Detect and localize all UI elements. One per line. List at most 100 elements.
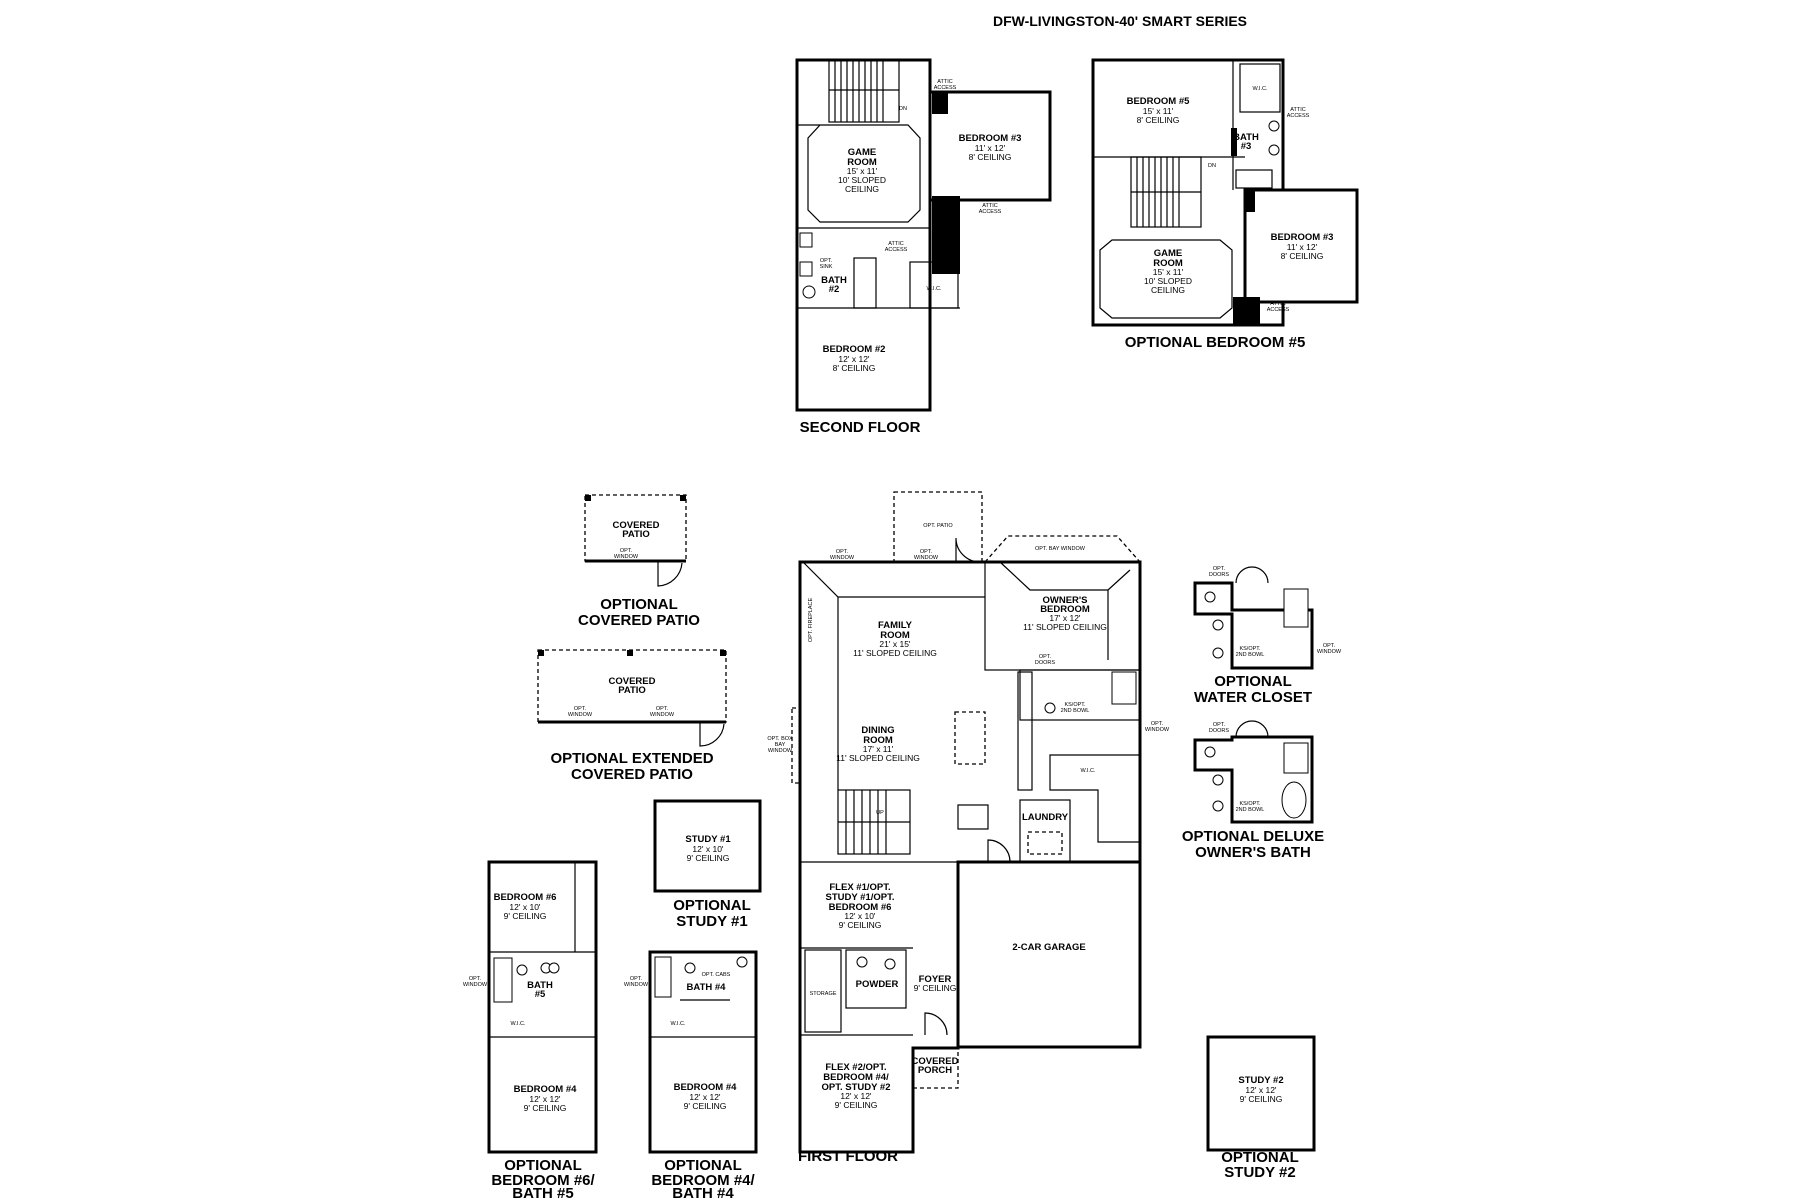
door-swing (657, 561, 683, 587)
ks-2nd-bowl-label-1: KS/OPT. (1239, 801, 1261, 807)
study-2-size: 12' x 12' (1245, 1085, 1277, 1095)
owners-bedroom-size: 17' x 12' (1049, 613, 1081, 623)
opt-patio (893, 491, 983, 563)
water-closet-outline (1193, 581, 1314, 670)
attic-access-label-4: ACCESS (1267, 307, 1290, 313)
flex-1-label-2: STUDY #1/OPT. (826, 892, 895, 903)
opt-bed6-caption-2: BEDROOM #6/ (491, 1172, 595, 1189)
game-room-label-2: ROOM (847, 157, 877, 168)
wic-label: W.I.C. (927, 286, 942, 292)
attic-access-label-5: ATTIC (888, 241, 904, 247)
flex-2-ceiling: 9' CEILING (835, 1100, 878, 1110)
toilet (516, 964, 528, 976)
shower (1283, 588, 1309, 628)
opt-box-bay-label-2: BAY (775, 742, 786, 748)
first-floor-plan: OPT. PATIO OPT. BAY WINDOW OPT. WINDOW O… (767, 491, 1170, 1165)
toilet (1204, 591, 1216, 603)
toilet (802, 285, 816, 299)
attic-access-label-4: ACCESS (979, 209, 1002, 215)
game-room-ceiling-1: 10' SLOPED (838, 175, 886, 185)
attic-access-label-1: ATTIC (937, 79, 953, 85)
bedroom-3-size: 11' x 12' (975, 143, 1006, 153)
second-floor-plan: DN GAME ROOM 15' x 11' 10' SLOPED CEILIN… (795, 58, 1052, 436)
covered-porch (912, 1047, 959, 1089)
bath-3-label-2: #3 (1241, 141, 1252, 152)
second-floor-outline (795, 58, 932, 412)
attic-access-label-2: ACCESS (934, 85, 957, 91)
attic-access-label-3: ATTIC (982, 203, 998, 209)
stair-up-label: UP (876, 810, 884, 816)
sink (1212, 774, 1224, 786)
door-swing (1235, 720, 1269, 738)
opt-window-label-1: OPT. (620, 548, 633, 554)
family-room-label-1: FAMILY (878, 620, 913, 631)
attic-access-label-3: ATTIC (1270, 301, 1286, 307)
door-swing (924, 1012, 948, 1036)
opt-window-label-4: WINDOW (914, 555, 939, 561)
wall-block (932, 92, 948, 114)
covered-patio-label-1: COVERED (609, 676, 656, 687)
opt-window-label-2: WINDOW (614, 554, 639, 560)
opt-study-2-caption-1: OPTIONAL (1221, 1149, 1299, 1166)
opt-ext-patio-caption-2: COVERED PATIO (571, 766, 693, 783)
wic-label: W.I.C. (511, 1021, 526, 1027)
door-swing (1235, 566, 1269, 584)
shower (1283, 742, 1309, 774)
sink (548, 962, 560, 974)
family-room-ceiling: 11' SLOPED CEILING (853, 648, 937, 658)
ks-2nd-bowl-label-1: KS/OPT. (1239, 646, 1261, 652)
opt-sink-label-2: SINK (820, 264, 833, 270)
sink (1212, 619, 1224, 631)
bath-2-label-2: #2 (829, 284, 840, 295)
wic-label: W.I.C. (1081, 768, 1096, 774)
opt-window-label-3: OPT. (920, 549, 933, 555)
opt-window-label-3: OPT. (656, 706, 669, 712)
bedroom-6-label: BEDROOM #6 (494, 892, 557, 903)
garage-label: 2-CAR GARAGE (1012, 942, 1085, 953)
plan-title: DFW-LIVINGSTON-40' SMART SERIES (993, 13, 1247, 29)
bath-3-label-1: BATH (1233, 132, 1259, 143)
opt-doors-label-1: OPT. (1039, 654, 1052, 660)
powder-label: POWDER (856, 979, 899, 990)
opt-box-bay-window (791, 707, 801, 784)
opt-covered-patio-caption-1: OPTIONAL (600, 596, 678, 613)
opt-patio-label: OPT. PATIO (923, 523, 953, 529)
opt-window-label-4: WINDOW (650, 712, 675, 718)
opt-water-closet-caption-2: WATER CLOSET (1194, 689, 1312, 706)
sink (1268, 120, 1280, 132)
ks-2nd-bowl-label-2: 2ND BOWL (1061, 708, 1090, 714)
bedroom-5-label: BEDROOM #5 (1127, 96, 1191, 107)
sink (856, 956, 868, 968)
owners-bedroom-label-1: OWNER'S (1042, 595, 1087, 606)
opt-bed4-caption-2: BEDROOM #4/ (651, 1172, 755, 1189)
stairs (828, 59, 900, 123)
sink (799, 232, 813, 248)
ks-2nd-bowl-label-1: KS/OPT. (1064, 702, 1086, 708)
bedroom-5-ceiling: 8' CEILING (1137, 115, 1180, 125)
flex-1-label-3: BEDROOM #6 (829, 902, 892, 913)
bath-2-label-1: BATH (821, 275, 847, 286)
flex-1-label-1: FLEX #1/OPT. (829, 882, 890, 893)
opt-doors-label-2: DOORS (1209, 728, 1230, 734)
wic (909, 261, 959, 309)
game-room-ceiling-2: CEILING (1151, 285, 1185, 295)
family-room-label-2: ROOM (880, 630, 910, 641)
flex-2-label-1: FLEX #2/OPT. (825, 1062, 886, 1073)
bedroom-3-label: BEDROOM #3 (959, 133, 1022, 144)
opt-window-label-2: WINDOW (830, 555, 855, 561)
bedroom-3-ceiling: 8' CEILING (1281, 251, 1324, 261)
bedroom-3-label: BEDROOM #3 (1271, 232, 1334, 243)
sink (1212, 800, 1224, 812)
covered-porch-label-2: PORCH (918, 1065, 952, 1076)
bath-5-label-2: #5 (535, 989, 546, 1000)
door-swing (955, 537, 981, 563)
door-swing (699, 722, 725, 747)
study-1-walls (653, 799, 762, 893)
bedroom-2-label: BEDROOM #2 (823, 344, 886, 355)
shower (1111, 671, 1137, 705)
sink (1212, 647, 1224, 659)
optional-water-closet-plan: OPT. DOORS KS/OPT. 2ND BOWL OPT. WINDOW … (1193, 566, 1342, 706)
owners-wic (1049, 754, 1141, 843)
storage (804, 949, 842, 1033)
